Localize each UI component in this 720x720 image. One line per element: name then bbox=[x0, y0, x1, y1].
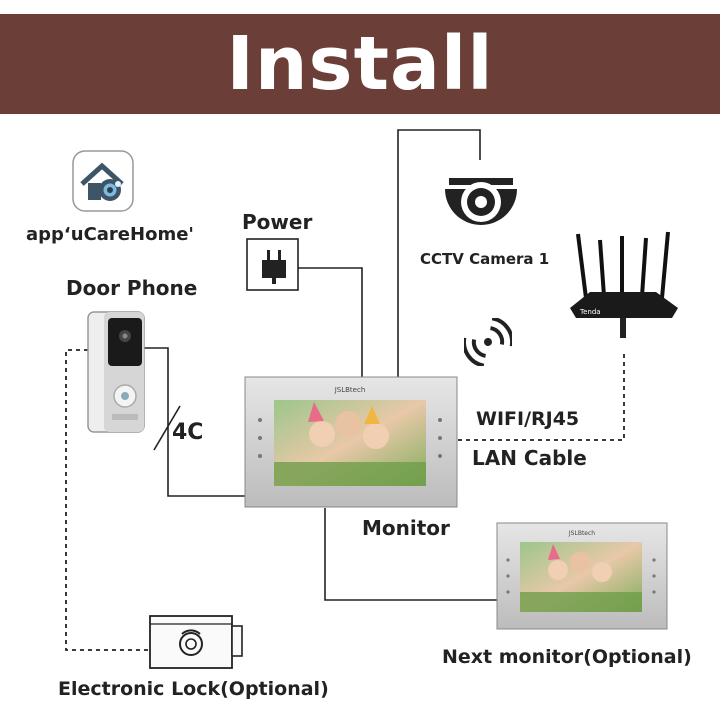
next-monitor-brand: JSLBtech bbox=[568, 530, 595, 537]
app-label: app‘uCareHome' bbox=[26, 224, 194, 245]
router-icon: Tenda bbox=[570, 231, 678, 338]
dome-camera-icon bbox=[445, 178, 517, 225]
next-monitor-icon: JSLBtech bbox=[496, 522, 668, 630]
lan-label: LAN Cable bbox=[472, 446, 587, 470]
wifi-signal-icon bbox=[464, 318, 512, 366]
monitor-brand: JSLBtech bbox=[334, 386, 366, 394]
electronic-lock-icon bbox=[149, 615, 243, 669]
svg-text:Tenda: Tenda bbox=[579, 308, 601, 316]
wire-4c-label: 4C bbox=[172, 420, 204, 445]
power-wire bbox=[298, 267, 363, 378]
power-label: Power bbox=[242, 210, 313, 234]
next-monitor-label: Next monitor(Optional) bbox=[442, 646, 692, 668]
next-monitor-wire bbox=[324, 508, 498, 601]
home-app-icon bbox=[72, 150, 134, 212]
camera-label: CCTV Camera 1 bbox=[420, 250, 550, 268]
power-adapter-icon bbox=[246, 238, 299, 291]
monitor-label: Monitor bbox=[362, 516, 450, 540]
lock-wire bbox=[65, 349, 150, 651]
title-banner: Install Instruction bbox=[0, 14, 720, 207]
wire-slash bbox=[153, 405, 181, 451]
door-phone-label: Door Phone bbox=[66, 276, 198, 300]
camera-wire bbox=[397, 129, 481, 378]
lock-label: Electronic Lock(Optional) bbox=[58, 678, 329, 700]
monitor-icon: JSLBtech bbox=[244, 376, 458, 508]
doorbell-icon bbox=[87, 311, 145, 433]
wifi-label: WIFI/RJ45 bbox=[476, 408, 580, 430]
lan-wire bbox=[458, 350, 625, 441]
door-phone-wire bbox=[144, 347, 248, 497]
